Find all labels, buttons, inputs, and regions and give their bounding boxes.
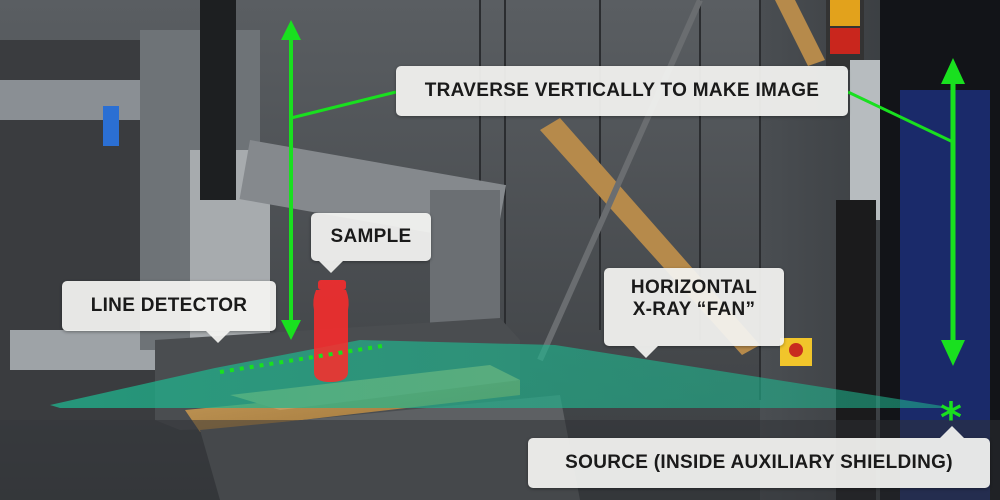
source-label-pointer	[940, 426, 964, 438]
traverse-leader-left	[290, 90, 397, 120]
back-support	[430, 190, 500, 330]
sample-label: SAMPLE	[311, 213, 431, 261]
traverse-arrow-right	[941, 58, 965, 366]
source-label-text: SOURCE (INSIDE AUXILIARY SHIELDING)	[565, 452, 953, 473]
line-detector-label-text: LINE DETECTOR	[90, 295, 248, 316]
wood-brace-top	[775, 0, 825, 66]
red-button	[789, 343, 803, 357]
traverse-leader-right	[847, 90, 954, 144]
sample-label-pointer	[319, 261, 343, 273]
xray-fan-label-line2: X-RAY “FAN”	[632, 299, 756, 320]
xray-fan-label: HORIZONTAL X-RAY “FAN”	[604, 268, 784, 346]
xray-fan-label-line1: HORIZONTAL	[630, 277, 758, 298]
traverse-arrow-left	[281, 20, 301, 340]
warning-light-amber	[830, 0, 860, 26]
sample-label-text: SAMPLE	[330, 226, 412, 247]
line-detector-dotted	[219, 344, 383, 374]
metal-diagonal	[537, 0, 703, 362]
traverse-label: TRAVERSE VERTICALLY TO MAKE IMAGE	[396, 66, 848, 116]
warning-light-red	[830, 28, 860, 54]
xray-fan-label-pointer	[634, 346, 658, 358]
traverse-label-text: TRAVERSE VERTICALLY TO MAKE IMAGE	[424, 80, 820, 101]
xray-fan	[50, 340, 955, 408]
left-rail-lower	[10, 330, 160, 370]
cable-chain	[200, 0, 236, 200]
blue-fixture	[103, 106, 119, 146]
source-label: SOURCE (INSIDE AUXILIARY SHIELDING)	[528, 438, 990, 488]
line-detector-label: LINE DETECTOR	[62, 281, 276, 331]
line-detector-label-pointer	[206, 331, 230, 343]
sample-bottle	[313, 280, 349, 382]
